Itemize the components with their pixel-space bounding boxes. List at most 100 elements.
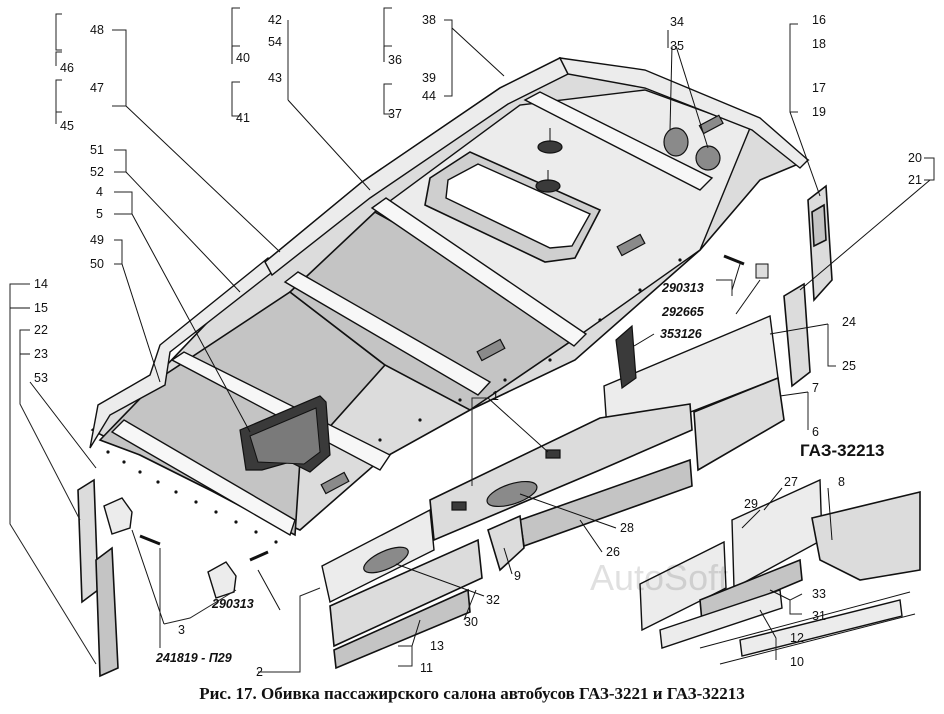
callout-6: 6 [812,425,819,439]
callout-53: 53 [34,371,48,385]
wheel-arch-trim [487,514,525,572]
callout-50: 50 [90,257,104,271]
callout-labels: 48 47 46 45 42 54 43 40 41 38 39 44 36 3… [34,13,922,679]
front-side-panel-13 [333,588,471,670]
callout-34: 34 [670,15,684,29]
callout-14: 14 [34,277,48,291]
watermark: AutoSoft [590,557,728,598]
callout-5: 5 [96,207,103,221]
callout-19: 19 [812,105,826,119]
callout-17: 17 [812,81,826,95]
callout-241819-p29: 241819 - П29 [155,651,232,665]
roof-assembly [89,57,810,544]
callout-7: 7 [812,381,819,395]
dome-light-1 [663,127,689,157]
callout-28: 28 [620,521,634,535]
rear-pillar-insert [811,203,827,248]
callout-48: 48 [90,23,104,37]
callout-25: 25 [842,359,856,373]
callout-13: 13 [430,639,444,653]
callout-16: 16 [812,13,826,27]
callout-39: 39 [422,71,436,85]
rivets [106,258,682,544]
callout-4: 4 [96,185,103,199]
callout-9: 9 [514,569,521,583]
callout-26: 26 [606,545,620,559]
detail-panel-27 [639,540,727,632]
callout-12: 12 [790,631,804,645]
ceiling-lamp-2 [476,338,506,362]
callout-11: 11 [420,661,433,675]
model-label: ГАЗ-32213 [800,441,884,460]
ceiling-lamp-3 [616,233,646,257]
callout-18: 18 [812,37,826,51]
callout-290313-lower: 290313 [211,597,254,611]
callout-8: 8 [838,475,845,489]
front-pillar-trim-2 [95,546,119,678]
callout-290313-upper: 290313 [661,281,704,295]
callout-46: 46 [60,61,74,75]
callout-47: 47 [90,81,104,95]
callout-30: 30 [464,615,478,629]
callout-36: 36 [388,53,402,67]
callout-41: 41 [236,111,250,125]
leaders [9,7,935,673]
detail-panel-12 [739,599,903,657]
callout-45: 45 [60,119,74,133]
callout-54: 54 [268,35,282,49]
air-duct-face [249,407,321,465]
detail-panel-8 [811,490,921,581]
side-lamp-small-2 [545,449,561,459]
callout-52: 52 [90,165,104,179]
roof-strip-3 [283,271,492,396]
front-pillar-trim-1 [77,478,99,604]
side-panels [77,184,833,678]
detail-panel-33 [699,558,803,624]
callout-51: 51 [90,143,104,157]
callout-49: 49 [90,233,104,247]
side-lamp-2 [363,546,409,574]
callout-15: 15 [34,301,48,315]
callout-31: 31 [812,609,826,623]
callout-10: 10 [790,655,804,669]
callout-43: 43 [268,71,282,85]
callout-38: 38 [422,13,436,27]
callout-33: 33 [812,587,826,601]
callout-292665: 292665 [661,305,705,319]
callout-22: 22 [34,323,48,337]
callout-40: 40 [236,51,250,65]
lower-side-panel-7 [693,376,785,472]
roof-strip-4 [370,197,588,347]
callout-44: 44 [422,89,436,103]
callout-37: 37 [388,107,402,121]
callout-23: 23 [34,347,48,361]
callout-24: 24 [842,315,856,329]
ceiling-lamp-1 [320,471,350,495]
callout-3: 3 [178,623,185,637]
rear-corner-trim [783,282,811,388]
detail-panel-31 [659,589,783,649]
roof-strip-5 [523,91,714,191]
roof-rear-cap [558,57,810,169]
hatch-knobs [535,128,563,193]
callout-35: 35 [670,39,684,53]
figure-caption: Рис. 17. Обивка пассажирского салона авт… [199,684,745,703]
detail-view [639,478,921,665]
side-lamp-small [451,501,467,511]
dome-light-2 [695,145,721,171]
ceiling-lamp-4 [698,114,724,135]
grab-handle [615,324,637,390]
clip-upper [103,497,133,535]
callout-353126: 353126 [660,327,703,341]
callout-21: 21 [908,173,922,187]
screws [139,254,769,562]
callout-20: 20 [908,151,922,165]
front-side-panel-30 [329,538,483,648]
roof-strip-1 [110,419,296,537]
callout-42: 42 [268,13,282,27]
callout-1: 1 [492,389,499,403]
callout-29: 29 [744,497,758,511]
callout-32: 32 [486,593,500,607]
